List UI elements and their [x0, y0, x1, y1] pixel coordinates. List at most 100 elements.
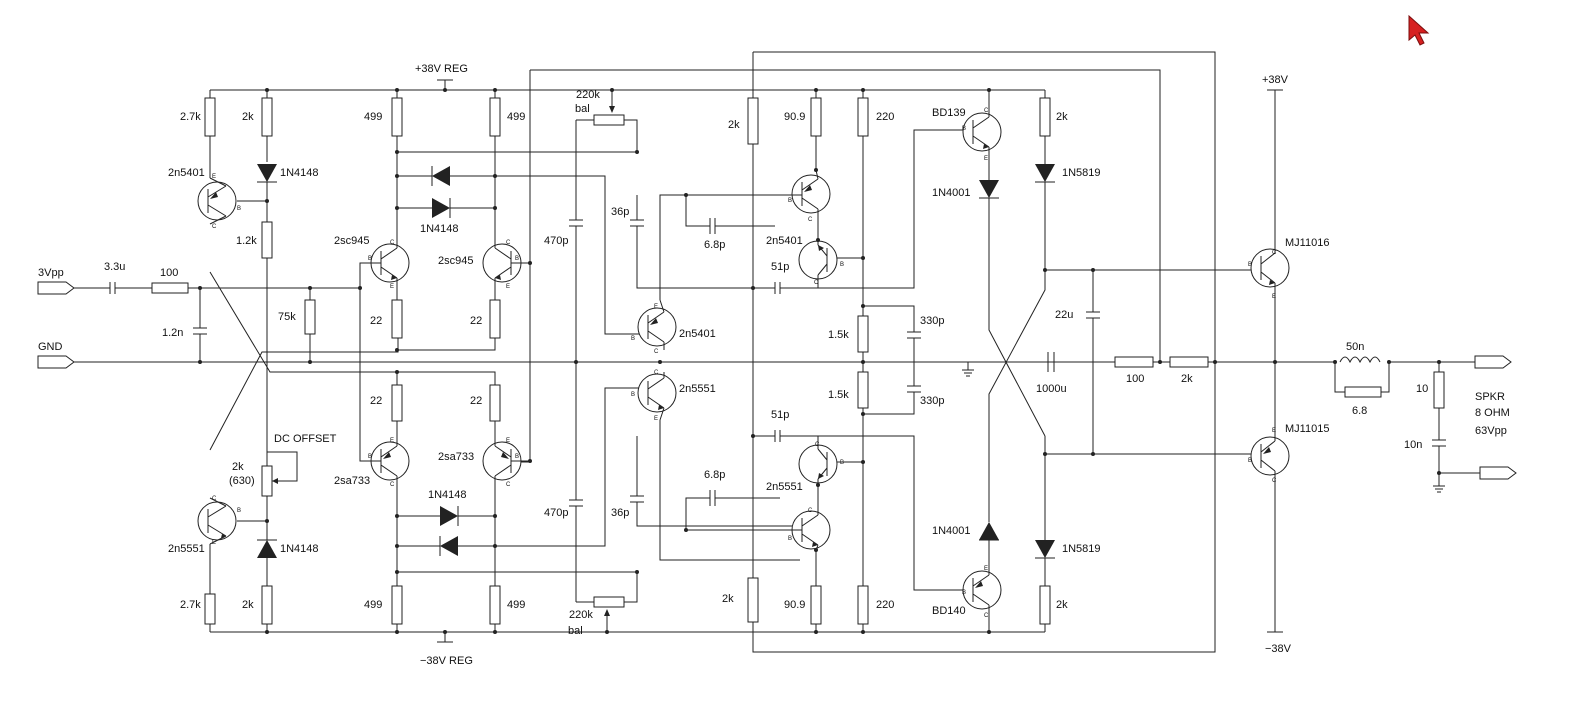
cap-1n2-label: 1.2n [162, 327, 183, 339]
svg-text:C: C [506, 240, 511, 246]
res-22-br-label: 22 [470, 395, 482, 407]
svg-text:E: E [1272, 428, 1276, 434]
svg-text:B: B [631, 392, 635, 398]
cap-51p-bot-label: 51p [771, 409, 789, 421]
dc-offset-label: DC OFFSET [274, 433, 337, 445]
q-mj11015-label: MJ11015 [1285, 423, 1329, 435]
res-1k5-bot-label: 1.5k [828, 389, 849, 401]
res-100-input-label: 100 [160, 267, 178, 279]
svg-text:E: E [390, 438, 394, 444]
svg-text:E: E [390, 284, 394, 290]
q-bd140-label: BD140 [932, 605, 966, 617]
cap-330p-bot-label: 330p [920, 395, 944, 407]
svg-text:C: C [984, 613, 989, 619]
ground-symbol [962, 362, 974, 377]
transistor-2sa733-r [482, 440, 522, 600]
q-2n5551-src-label: 2n5551 [168, 543, 205, 555]
transistor-mj11016 [1250, 248, 1290, 288]
svg-text:B: B [368, 256, 372, 262]
q-2sc945-r-label: 2sc945 [438, 255, 473, 267]
speaker-impedance-label: 8 OHM [1475, 407, 1510, 419]
junction-dots [198, 88, 1441, 634]
res-2k7-top-label: 2.7k [180, 111, 201, 123]
cap-3u3 [109, 282, 152, 294]
speaker-label: SPKR [1475, 391, 1505, 403]
speaker-neg-port[interactable] [1479, 466, 1517, 480]
cap-470p-top-label: 470p [544, 235, 568, 247]
pos-supply-label: +38V [1262, 74, 1289, 86]
res-22-bl-label: 22 [370, 395, 382, 407]
diode-in-bot-label: 1N4148 [280, 543, 319, 555]
transistor-2sc945-l [370, 242, 410, 300]
svg-text:C: C [390, 482, 395, 488]
bal-top-label: bal [575, 103, 590, 115]
cap-1000u-label: 1000u [1036, 383, 1067, 395]
pot-dc-label: 2k [232, 461, 244, 473]
q-mj11016-label: MJ11016 [1285, 237, 1329, 249]
svg-text:E: E [654, 416, 658, 422]
res-90-9-bot-label: 90.9 [784, 599, 805, 611]
res-75k-label: 75k [278, 311, 296, 323]
transistor-bd139 [962, 90, 1002, 180]
svg-text:E: E [212, 540, 216, 546]
gnd-port[interactable] [37, 355, 75, 369]
res-220-bot-label: 220 [876, 599, 894, 611]
res-499-tr-label: 499 [507, 111, 525, 123]
res-2k-drv-top-label: 2k [1056, 111, 1068, 123]
cap-330p-top-label: 330p [920, 315, 944, 327]
svg-text:C: C [212, 496, 217, 502]
res-22-tr-label: 22 [470, 315, 482, 327]
res-100-input [151, 282, 189, 294]
cap-36p-bot-label: 36p [611, 507, 629, 519]
res-100-fb-label: 100 [1126, 373, 1144, 385]
svg-text:B: B [1248, 262, 1252, 268]
diode-mid-bot-label: 1N4148 [428, 489, 467, 501]
neg-reg-label: −38V REG [420, 655, 473, 667]
res-1k2-label: 1.2k [236, 235, 257, 247]
svg-text:C: C [815, 442, 820, 448]
diode-4001-top-label: 1N4001 [932, 187, 971, 199]
svg-text:C: C [984, 108, 989, 114]
speaker-swing-label: 63Vpp [1475, 425, 1507, 437]
pot-bal-top-label: 220k [576, 89, 600, 101]
svg-text:C: C [808, 217, 813, 223]
res-1k5-top-label: 1.5k [828, 329, 849, 341]
cap-3u3-label: 3.3u [104, 261, 125, 273]
res-22-tl-label: 22 [370, 315, 382, 327]
svg-text:E: E [212, 174, 216, 180]
transistor-2sc945-r [482, 242, 522, 300]
diode-5819-bot-label: 1N5819 [1062, 543, 1101, 555]
svg-text:B: B [788, 198, 792, 204]
transistor-casc-bot-2 [791, 485, 831, 551]
svg-text:B: B [368, 454, 372, 460]
svg-text:B: B [237, 508, 241, 514]
transistor-2n5551-src [197, 497, 237, 545]
res-2k-vas-top-label: 2k [728, 119, 740, 131]
svg-text:C: C [808, 508, 813, 514]
pot-bal-bot-label: 220k [569, 609, 593, 621]
input-port[interactable] [37, 281, 75, 295]
transistor-bd140 [962, 570, 1002, 632]
svg-text:C: C [390, 240, 395, 246]
svg-text:C: C [654, 370, 659, 376]
q-2n5401-src-label: 2n5401 [168, 167, 205, 179]
cap-51p-top-label: 51p [771, 261, 789, 273]
q-2n5551-casc-label: 2n5551 [766, 481, 803, 493]
res-2k-top-label: 2k [242, 111, 254, 123]
res-90-9-top-label: 90.9 [784, 111, 805, 123]
svg-text:B: B [962, 126, 966, 132]
res-10-label: 10 [1416, 383, 1428, 395]
transistor-2n5401-casc [798, 240, 838, 288]
res-499-bl-label: 499 [364, 599, 382, 611]
q-2sa733-r-label: 2sa733 [438, 451, 474, 463]
diode-mid-top-label: 1N4148 [420, 223, 459, 235]
svg-text:B: B [515, 454, 519, 460]
svg-text:E: E [506, 284, 510, 290]
res-2k-fb-label: 2k [1181, 373, 1193, 385]
pos-reg-label: +38V REG [415, 63, 468, 75]
cap-6p8-bot-label: 6.8p [704, 469, 725, 481]
svg-text:C: C [506, 482, 511, 488]
speaker-pos-port[interactable] [1474, 355, 1512, 369]
svg-text:B: B [962, 590, 966, 596]
